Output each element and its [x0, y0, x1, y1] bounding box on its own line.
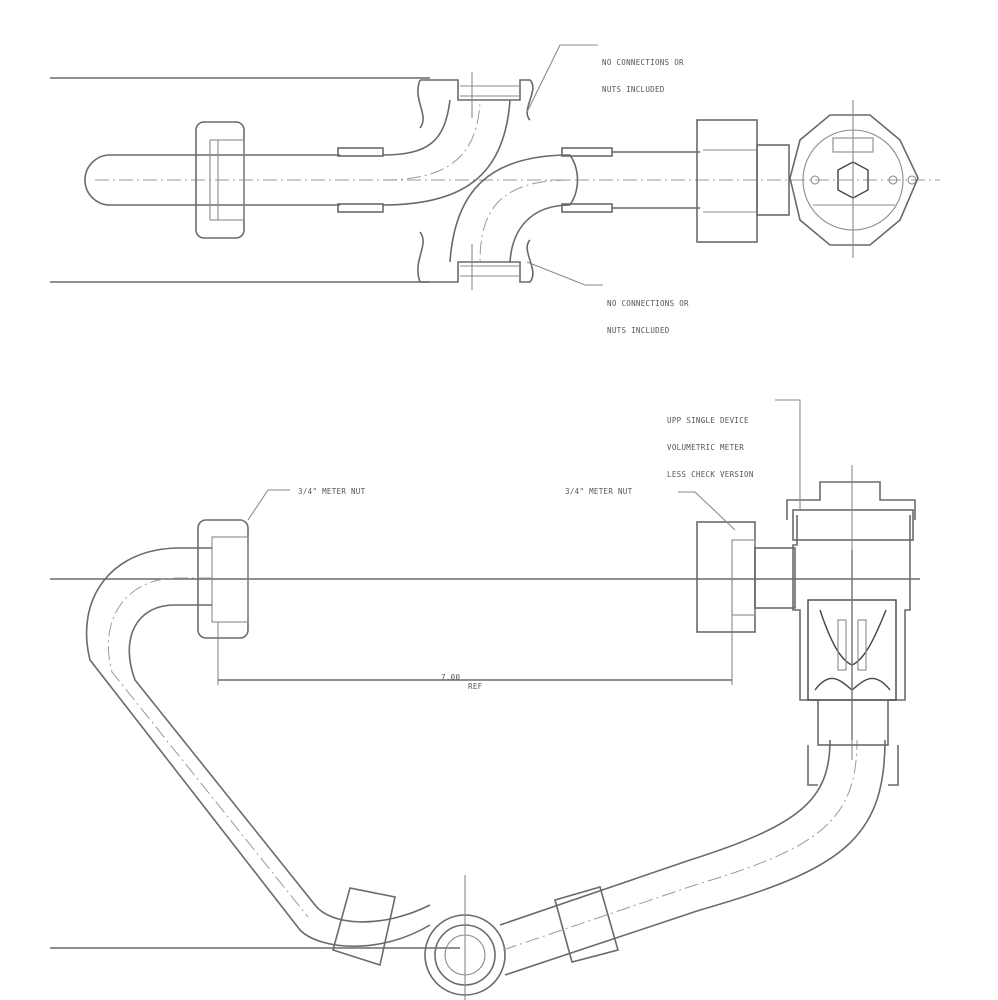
device-callout-line3: LESS CHECK VERSION	[667, 470, 754, 479]
side-view	[50, 399, 920, 1000]
dimension-suffix: REF	[468, 682, 483, 691]
callout-lower-no-connections: NO CONNECTIONS OR NUTS INCLUDED	[607, 281, 689, 344]
callout-lower-line1: NO CONNECTIONS OR	[607, 299, 689, 308]
dimension-value: 7.00	[441, 673, 461, 682]
callout-upper-line2: NUTS INCLUDED	[602, 85, 665, 94]
left-meter-nut-label: 3/4" METER NUT	[298, 487, 366, 496]
callout-upper-no-connections: NO CONNECTIONS OR NUTS INCLUDED	[602, 40, 684, 103]
right-meter-nut-label: 3/4" METER NUT	[565, 487, 633, 496]
top-view	[50, 44, 940, 290]
device-callout: UPP SINGLE DEVICE VOLUMETRIC METER LESS …	[667, 398, 754, 488]
callout-upper-line1: NO CONNECTIONS OR	[602, 58, 684, 67]
callout-lower-line2: NUTS INCLUDED	[607, 326, 670, 335]
device-callout-line2: VOLUMETRIC METER	[667, 443, 745, 452]
device-callout-line1: UPP SINGLE DEVICE	[667, 416, 749, 425]
